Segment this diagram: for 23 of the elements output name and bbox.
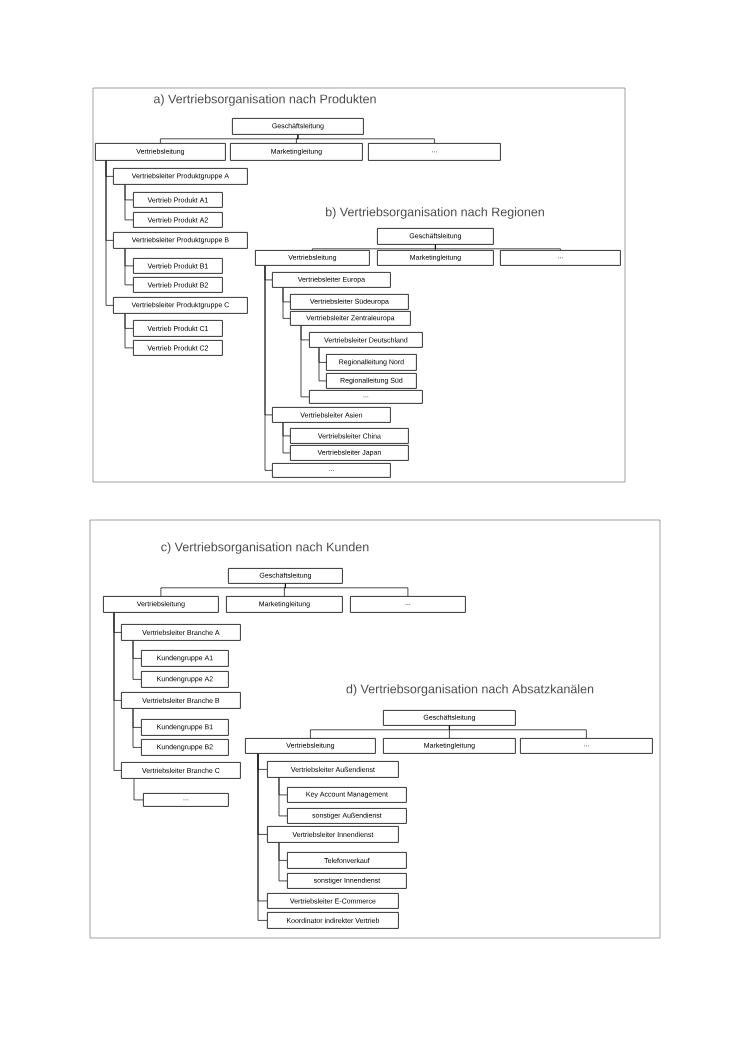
connector-line [124,313,134,349]
connector-line [282,422,291,454]
connector-line [124,248,134,286]
connector-line [132,708,142,748]
section-title: b) Vertriebsorganisation nach Regionen [326,207,544,219]
section-title: d) Vertriebsorganisation nach Absatzkanälen [346,684,594,696]
connector-line [318,347,327,382]
connector-line [278,842,288,882]
connector-line [264,265,273,471]
connector-line [113,612,122,771]
connector-line [133,778,144,801]
connector-line [132,640,142,680]
connector-line [124,184,134,221]
connector-line [297,134,435,144]
connector-line [435,244,561,251]
connector-line [300,325,310,398]
connector-line [449,725,587,739]
connector-line [105,160,114,306]
section-title: c) Vertriebsorganisation nach Kunden [161,542,369,554]
connector-line [285,583,409,597]
section-title: a) Vertriebsorganisation nach Produkten [154,94,376,106]
connector-line [282,287,291,319]
connector-line [278,777,288,817]
